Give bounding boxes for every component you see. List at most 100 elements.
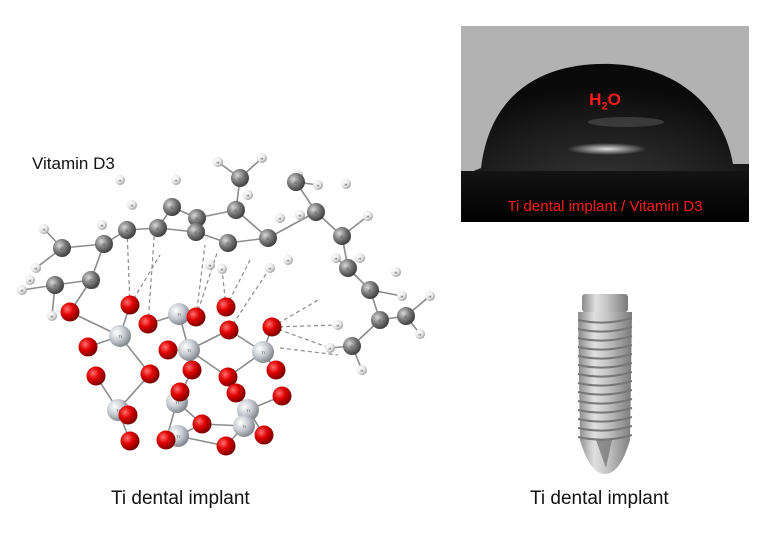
carbon-atom <box>307 203 325 221</box>
hydrogen-atom-label: H <box>367 214 370 219</box>
titanium-atom-label: Ti <box>177 312 180 317</box>
hydrogen-atom-label: H <box>359 256 362 261</box>
oxygen-atom <box>192 414 212 434</box>
hydrogen-bond <box>271 324 339 328</box>
oxygen-atom <box>86 366 106 386</box>
hydrogen-atom-label: H <box>419 332 422 337</box>
carbon-atom <box>227 201 245 219</box>
hydrogen-atom-label: H <box>279 216 282 221</box>
hydrogen-atom <box>275 213 285 223</box>
hydrogen-atom <box>397 291 407 301</box>
titanium-atom-label: Ti <box>261 350 264 355</box>
oxygen-atom <box>262 317 282 337</box>
hydrogen-atom <box>415 329 425 339</box>
carbon-atom-label: C <box>239 176 242 181</box>
hydrogen-bond <box>195 244 206 318</box>
carbon-atom-label: C <box>379 318 382 323</box>
hydrogen-atom <box>205 260 215 270</box>
implant-thread <box>577 344 633 351</box>
sample-label: Ti dental implant / Vitamin D3 <box>507 198 703 215</box>
contact-angle-photo: H2O Ti dental implant / Vitamin D3 <box>461 26 749 222</box>
hydrogen-atom-label: H <box>269 266 272 271</box>
hydrogen-atom-label: H <box>329 346 332 351</box>
implant-thread <box>577 335 633 342</box>
hydrogen-atom-label: H <box>361 368 364 373</box>
hydrogen-atom <box>171 175 181 185</box>
oxygen-atom <box>78 337 98 357</box>
titanium-atom-label: Ti <box>118 334 121 339</box>
hydrogen-atom-label: H <box>287 258 290 263</box>
oxygen-atom <box>272 386 292 406</box>
implant-thread <box>577 362 633 369</box>
hydrogen-atom <box>325 343 335 353</box>
hydrogen-atom <box>355 253 365 263</box>
hydrogen-atom <box>357 365 367 375</box>
titanium-atom <box>252 341 274 363</box>
carbon-atom-label: C <box>103 242 106 247</box>
titanium-atom <box>109 325 131 347</box>
carbon-atom-label: C <box>171 205 174 210</box>
implant-thread <box>577 398 633 405</box>
hydrogen-atom <box>47 311 57 321</box>
oxygen-atom <box>182 360 202 380</box>
hydrogen-atom-label: H <box>131 203 134 208</box>
hydrogen-atom <box>265 263 275 273</box>
carbon-atom <box>339 259 357 277</box>
carbon-atom <box>287 173 305 191</box>
carbon-atom <box>343 337 361 355</box>
carbon-atom <box>259 229 277 247</box>
hydrogen-atom <box>17 285 27 295</box>
hydrogen-bond <box>195 249 219 318</box>
carbon-atom <box>149 219 167 237</box>
hydrogen-atom <box>333 320 343 330</box>
hydrogen-atom-label: H <box>101 223 104 228</box>
hydrogen-atom-label: H <box>337 323 340 328</box>
hydrogen-bond <box>221 268 227 308</box>
hydrogen-atom <box>39 224 49 234</box>
dental-implant-image <box>577 294 633 474</box>
titanium-atom-label: Ti <box>242 424 245 429</box>
hydrogen-atom <box>391 267 401 277</box>
titanium-atom <box>178 339 200 361</box>
hydrogen-atom <box>31 263 41 273</box>
carbon-atom <box>231 169 249 187</box>
oxygen-atom <box>118 405 138 425</box>
vitamin-d3-label: Vitamin D3 <box>32 154 115 173</box>
hydrogen-atom <box>213 157 223 167</box>
hydrogen-atom-label: H <box>35 266 38 271</box>
hydrogen-atom-label: H <box>29 278 32 283</box>
hydrogen-atom-label: H <box>395 270 398 275</box>
carbon-atom <box>219 234 237 252</box>
implant-thread <box>577 407 633 414</box>
oxygen-atom <box>219 320 239 340</box>
implant-thread <box>577 416 633 423</box>
carbon-atom-label: C <box>61 246 64 251</box>
carbon-atom <box>188 209 206 227</box>
oxygen-atom <box>186 307 206 327</box>
hydrogen-bond <box>271 326 331 349</box>
implant-thread <box>577 425 633 432</box>
implant-thread <box>577 317 633 324</box>
carbon-atom <box>82 271 100 289</box>
hydrogen-bond <box>279 347 339 356</box>
implant-thread <box>577 434 633 441</box>
oxygen-atom <box>138 314 158 334</box>
hydrogen-bond <box>147 224 156 325</box>
oxygen-atom <box>120 431 140 451</box>
hydrogen-bond <box>129 254 161 306</box>
implant-thread <box>577 371 633 378</box>
implant-thread <box>577 380 633 387</box>
hydrogen-atom <box>313 180 323 190</box>
oxygen-atom <box>60 302 80 322</box>
carbon-atom-label: C <box>369 288 372 293</box>
carbon-atom-label: C <box>295 180 298 185</box>
hydrogen-atom <box>283 255 293 265</box>
implant-thread <box>577 326 633 333</box>
hydrogen-atom <box>243 190 253 200</box>
carbon-atom <box>187 223 205 241</box>
oxygen-atom <box>158 340 178 360</box>
titanium-atom-label: Ti <box>116 408 119 413</box>
water-droplet <box>461 26 749 222</box>
hydrogen-atom <box>97 220 107 230</box>
